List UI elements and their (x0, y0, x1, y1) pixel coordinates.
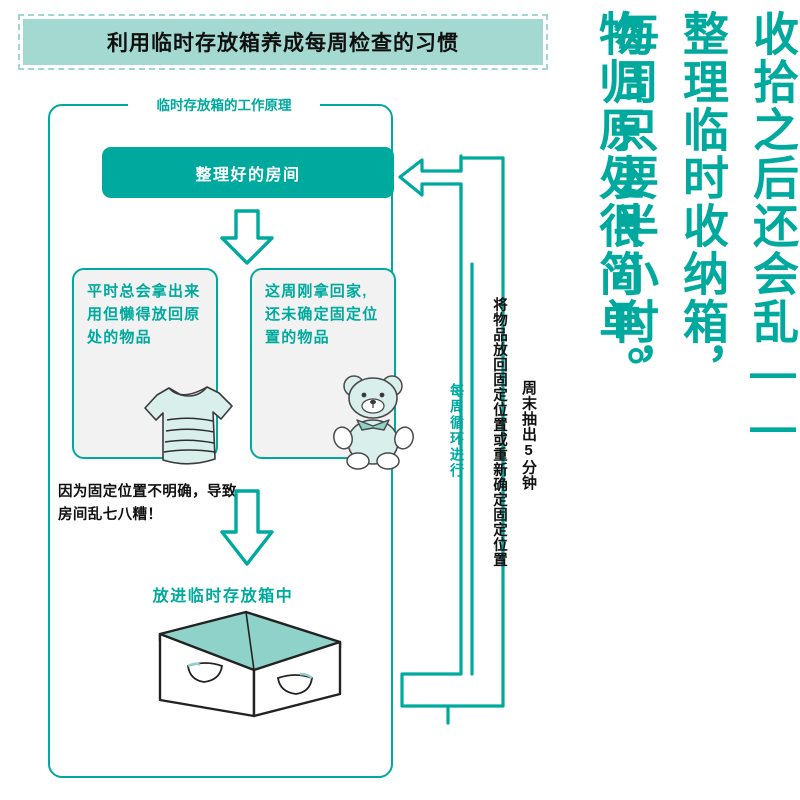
headline-column-2: 整理临时收纳箱， (677, 10, 729, 394)
arrow-down-icon (206, 488, 288, 568)
node-tidy-room: 整理好的房间 (102, 147, 394, 198)
headline-column-1: 收拾之后还会乱—— (747, 10, 799, 454)
headline-column-3: 每周只要半小时， (607, 10, 659, 394)
node-everyday-items-label: 平时总会拿出来用但懒得放回原处的物品 (87, 283, 201, 346)
loop-label-weekend: 周末抽出5分钟 (520, 380, 537, 491)
teddy-bear-icon (330, 368, 422, 470)
node-tidy-room-label: 整理好的房间 (195, 166, 301, 184)
loop-label-return-items: 将物品放回固定位置或重新确定固定位置 (491, 297, 507, 567)
title-banner-fill: 利用临时存放箱养成每周检查的习惯 (23, 19, 543, 65)
page-title: 利用临时存放箱养成每周检查的习惯 (107, 32, 459, 55)
node-unplaced-items-label: 这周刚拿回家, 还未确定固定位置的物品 (265, 283, 379, 346)
headline-block: 收拾之后还会乱—— 整理临时收纳箱， 每周只要半小时， (592, 4, 799, 796)
arrow-left-icon (398, 148, 508, 728)
flow-frame-label: 临时存放箱的工作原理 (128, 94, 320, 114)
note-problem: 因为固定位置不明确，导致房间乱七八糟！ (58, 484, 237, 524)
loop-label-cycle: 每周循环进行 (449, 383, 465, 479)
node-unplaced-items: 这周刚拿回家, 还未确定固定位置的物品 (250, 268, 396, 459)
note-action: 放进临时存放箱中 (152, 588, 294, 605)
storage-bin-icon (150, 608, 350, 718)
arrow-down-icon (206, 208, 288, 266)
headline-column-4: 物归原处很简单。 (593, 10, 645, 394)
title-banner: 利用临时存放箱养成每周检查的习惯 (18, 14, 548, 70)
tshirt-icon (139, 378, 239, 470)
